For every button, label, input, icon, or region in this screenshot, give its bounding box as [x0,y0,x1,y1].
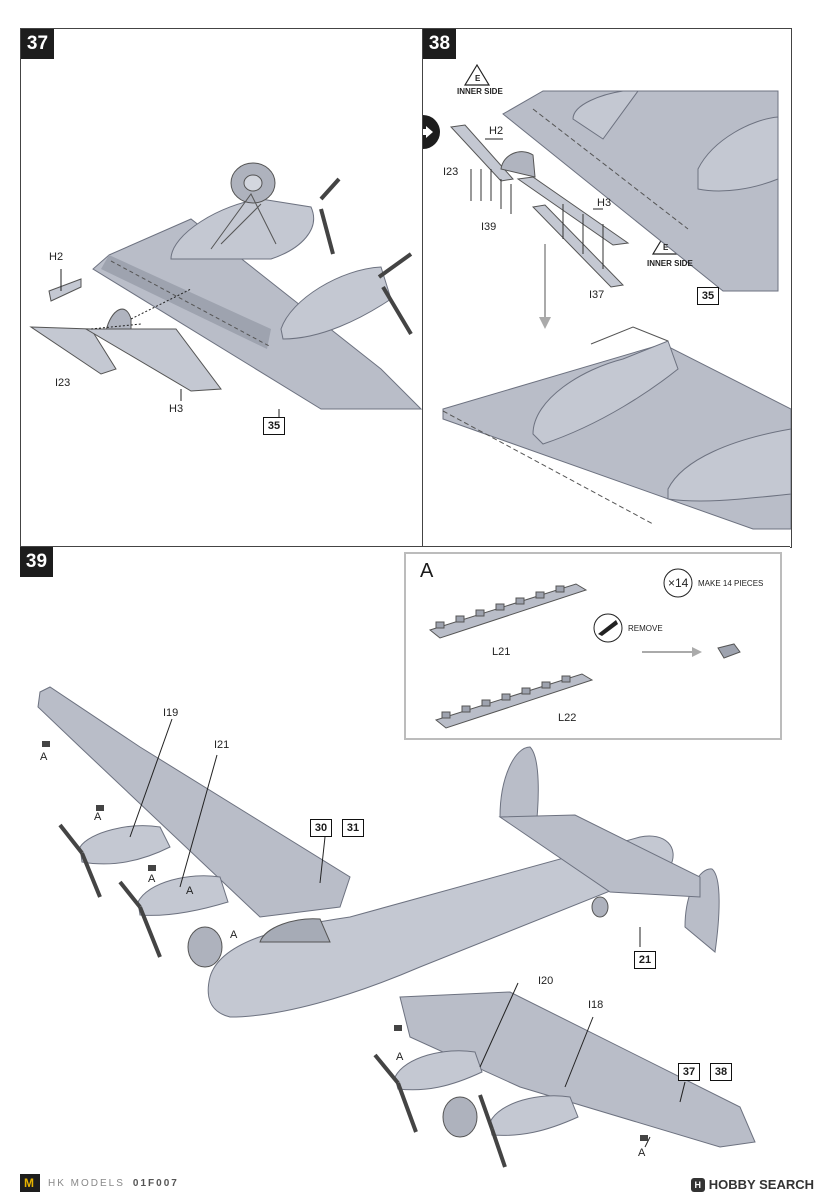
part-label-i21: I21 [214,739,230,751]
brand-name: HK MODELS [48,1177,125,1189]
part-label-a: A [148,873,156,885]
part-label-a: A [94,811,102,823]
part-label-i37: I37 [589,289,605,301]
watermark-text: HOBBY SEARCH [708,1177,814,1192]
step-39-illustration [37,686,756,1168]
step-ref-35: 35 [697,287,719,305]
inset-letter: A [420,560,434,582]
part-label-i39: I39 [481,221,497,233]
step-ref-21: 21 [634,951,656,969]
multiplier-label: ×14 [668,576,689,590]
part-label-i18: I18 [588,999,604,1011]
kit-code: 01F007 [132,1177,179,1189]
step-ref-38: 38 [710,1063,732,1081]
step-38-panel: 38 [422,28,792,548]
part-label-i23: I23 [55,377,71,389]
hobby-search-watermark: H HOBBY SEARCH [690,1177,814,1192]
step-38-badge: 38 [423,29,456,59]
part-label-l21: L21 [492,646,511,658]
step-39-badge: 39 [20,547,53,577]
step-ref-30: 30 [310,819,332,837]
part-label-a: A [230,929,238,941]
inner-side-label-top: INNER SIDE [457,87,503,96]
part-label-a: A [186,885,194,897]
hobby-search-icon: H [690,1177,705,1192]
detail-inset-a: A ×14 MAKE 14 PIECES REMOVE L21 L22 [404,552,782,740]
step-37-badge: 37 [21,29,54,59]
part-label-h2: H2 [489,125,504,137]
part-label-h3: H3 [597,197,612,209]
part-label-h2: H2 [49,251,64,263]
inner-side-label-bottom: INNER SIDE [647,259,693,268]
step-ref-31: 31 [342,819,364,837]
hk-models-logo: M [20,1174,40,1192]
part-label-i19: I19 [163,707,179,719]
step-37-panel: 37 H2 I23 H3 35 [20,28,424,548]
part-label-l22: L22 [558,712,577,724]
part-label-i23: I23 [443,166,459,178]
footer-brand: M HK MODELS 01F007 [20,1174,179,1192]
inset-illustration [428,568,741,729]
make-pieces-label: MAKE 14 PIECES [698,579,764,588]
remove-label: REMOVE [628,624,663,633]
step-ref-35: 35 [263,417,285,435]
warning-e-top: E [475,74,481,83]
part-label-a: A [40,751,48,763]
part-label-a: A [396,1051,404,1063]
step-37-illustration [29,162,423,421]
warning-e-bottom: E [663,243,669,252]
part-label-h3: H3 [169,403,184,415]
part-label-a: A [638,1147,646,1159]
step-38-illustration [423,63,791,530]
step-ref-37: 37 [678,1063,700,1081]
part-label-i20: I20 [538,975,554,987]
